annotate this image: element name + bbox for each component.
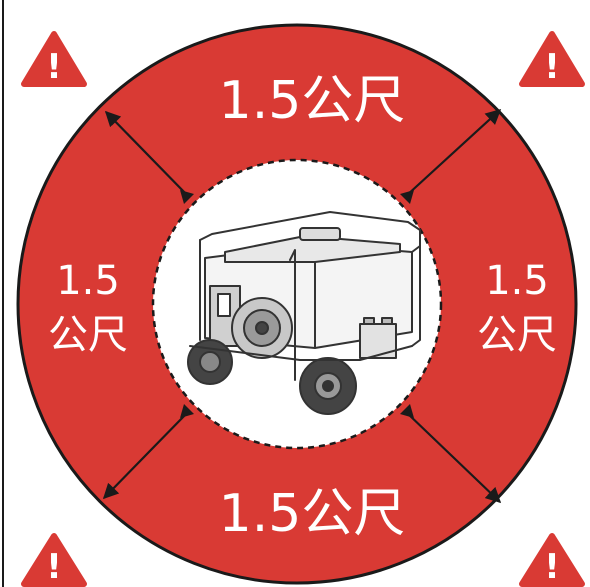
warning-mark-top-left: ! [46,47,62,87]
warning-triangle-icon: ! [522,536,582,587]
warning-triangle-icon: ! [24,536,84,587]
warning-mark-bottom-left: ! [46,547,62,587]
distance-label-left-number: 1.5 [56,258,120,304]
distance-label-bottom: 1.5公尺 [219,484,406,544]
distance-label-top: 1.5公尺 [219,71,406,131]
warning-mark-top-right: ! [544,47,560,87]
warning-triangle-icon: ! [24,34,84,87]
distance-label-right-number: 1.5 [485,258,549,304]
distance-label-right-unit: 公尺 [477,312,557,358]
warning-triangle-icon: ! [522,34,582,87]
warning-mark-bottom-right: ! [544,547,560,587]
distance-label-left-unit: 公尺 [48,312,128,358]
